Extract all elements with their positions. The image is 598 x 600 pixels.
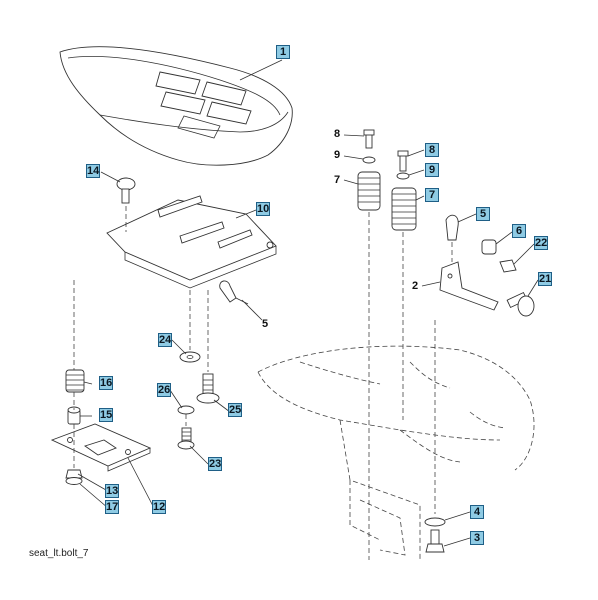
nut-13-part [65,469,83,485]
callout-17: 17 [105,500,119,514]
callout-21: 21 [538,272,552,286]
callout-14: 14 [86,164,100,178]
bracket-2-part [439,261,499,311]
callout-16: 16 [99,376,113,390]
bolt-8-left-part [363,129,375,149]
callout-7-right: 7 [425,188,439,202]
fender-part [257,345,535,560]
callout-1: 1 [276,45,290,59]
bracket-12-part [50,423,152,472]
callout-23: 23 [208,457,222,471]
spring-16-part [65,369,85,393]
callout-15: 15 [99,408,113,422]
callout-22: 22 [534,236,548,250]
washer-4-part [424,517,446,527]
callout-6: 6 [512,224,526,238]
callout-9-right: 9 [425,163,439,177]
callout-5-right: 5 [476,207,490,221]
label-7-left: 7 [334,174,341,186]
label-8-left: 8 [334,128,341,140]
washer-9-right-part [396,172,410,180]
seat-knob-part [116,177,136,204]
callout-13: 13 [105,484,119,498]
bolt-25-part [196,373,220,404]
leader-lines [77,59,539,547]
washer-9-left-part [362,156,376,164]
diagram-caption: seat_lt.bolt_7 [29,548,89,559]
callout-26: 26 [157,383,171,397]
callout-24: 24 [158,333,172,347]
spacer-6-part [481,239,497,255]
label-9-left: 9 [334,149,341,161]
seat-part [59,46,293,166]
spring-7-right-part [391,187,417,231]
bolt-23-part [177,427,195,450]
seat-latch-part [219,280,249,305]
seat-pan-part [106,195,277,289]
assembly-guide-lines [73,206,453,560]
washer-26-part [177,405,195,415]
bolt-8-right-part [397,150,409,172]
seat-latch-right-part [445,214,459,241]
callout-4: 4 [470,505,484,519]
callout-25: 25 [228,403,242,417]
nut-22-part [499,259,517,273]
callout-8-right: 8 [425,143,439,157]
callout-12: 12 [152,500,166,514]
label-5-left: 5 [262,318,269,330]
label-2: 2 [412,280,419,292]
spring-7-left-part [357,171,381,211]
washer-24-part [179,351,201,363]
callout-10: 10 [256,202,270,216]
bolt-3-part [425,529,445,553]
callout-3: 3 [470,531,484,545]
bolt-21-part [506,291,535,317]
